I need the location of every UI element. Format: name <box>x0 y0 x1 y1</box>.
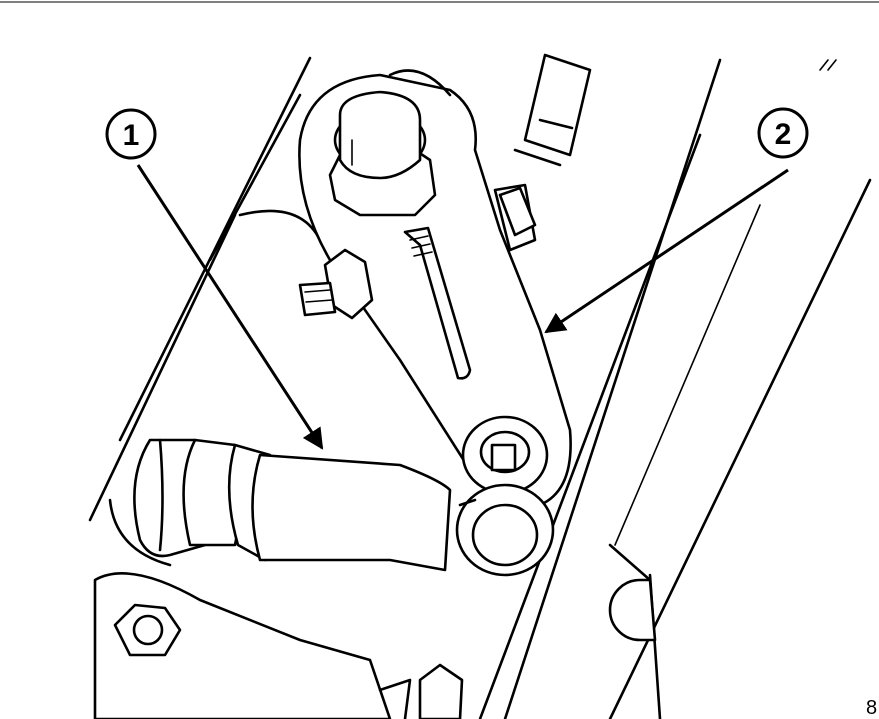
callout-1-label: 1 <box>123 119 140 152</box>
clevis-washer <box>455 483 555 577</box>
callout-2-leader <box>544 168 789 334</box>
callout-1-leader <box>136 164 324 450</box>
adjuster-rod <box>403 226 472 380</box>
pivot-stud <box>461 415 549 495</box>
callout-1: 1 <box>105 108 324 450</box>
lock-nut <box>298 248 374 320</box>
upper-bolt <box>328 90 437 217</box>
lower-housing <box>93 572 464 719</box>
figure-reference: 8 <box>866 697 877 719</box>
pivot-pin <box>608 578 657 642</box>
callout-2-label: 2 <box>775 118 792 151</box>
callout-2: 2 <box>544 107 809 334</box>
slave-cylinder-boot <box>108 438 452 572</box>
small-bolt <box>498 186 537 237</box>
